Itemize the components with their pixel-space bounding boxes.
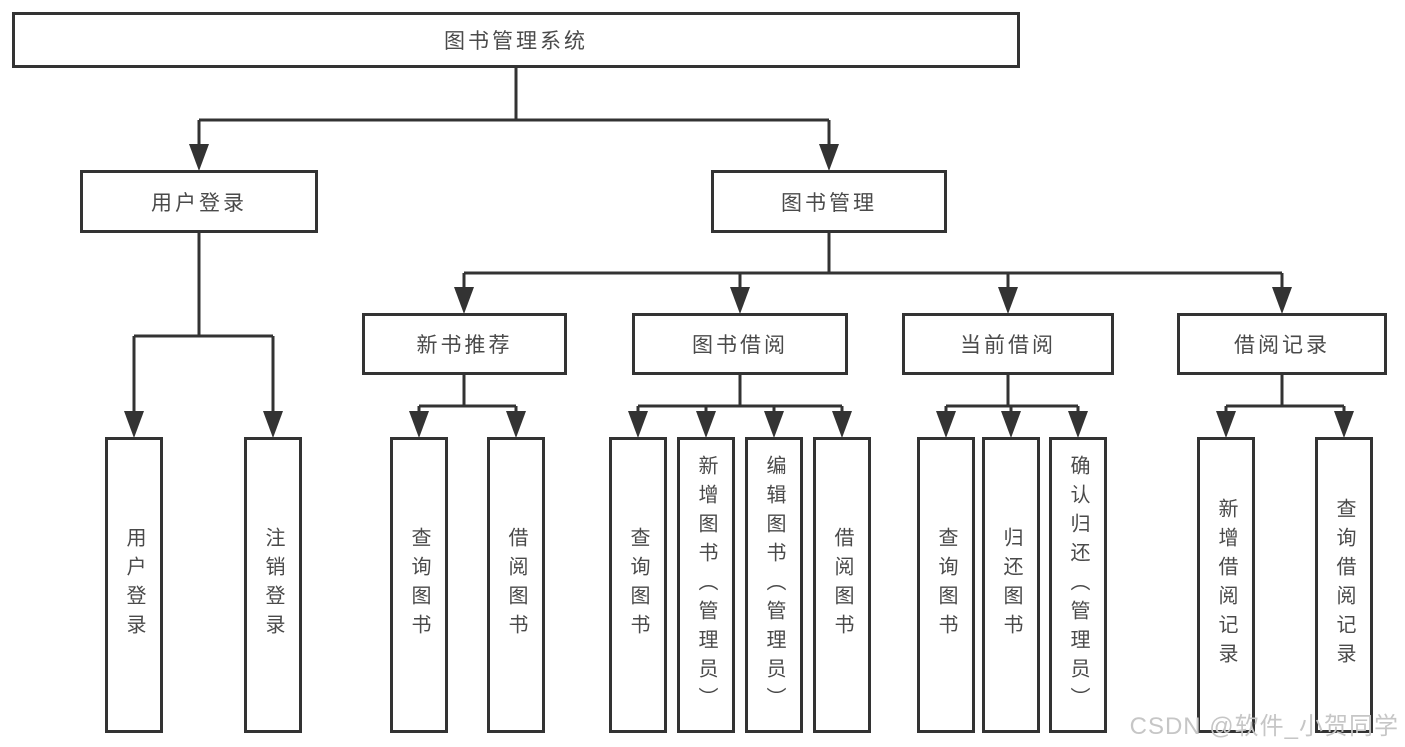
leaf-record-add-borrow-record: 新增借阅记录	[1197, 437, 1255, 733]
node-label: 查询借阅记录	[1333, 498, 1355, 672]
node-book-management: 图书管理	[711, 170, 947, 233]
node-label: 用户登录	[123, 527, 145, 643]
node-label: 新增借阅记录	[1215, 498, 1237, 672]
leaf-newbook-query-books: 查询图书	[390, 437, 448, 733]
node-book-borrow: 图书借阅	[632, 313, 848, 375]
leaf-current-query-books: 查询图书	[917, 437, 975, 733]
node-library-management-system: 图书管理系统	[12, 12, 1020, 68]
node-label: 借阅图书	[831, 527, 853, 643]
node-label: 图书借阅	[692, 334, 788, 357]
leaf-newbook-borrow-books: 借阅图书	[487, 437, 545, 733]
csdn-watermark: CSDN @软件_小贺同学	[1129, 713, 1399, 740]
leaf-borrow-edit-books-admin: 编辑图书（管理员）	[745, 437, 803, 733]
node-label: 新增图书（管理员）	[695, 454, 717, 716]
node-label: 图书管理系统	[444, 30, 588, 53]
node-label: 确认归还（管理员）	[1067, 454, 1089, 716]
node-label: 当前借阅	[960, 334, 1056, 357]
leaf-current-confirm-return-admin: 确认归还（管理员）	[1049, 437, 1107, 733]
node-current-borrow: 当前借阅	[902, 313, 1114, 375]
node-user-login: 用户登录	[80, 170, 318, 233]
leaf-user-login: 用户登录	[105, 437, 163, 733]
node-label: 查询图书	[408, 527, 430, 643]
node-label: 用户登录	[151, 191, 247, 215]
leaf-current-return-books: 归还图书	[982, 437, 1040, 733]
node-borrow-record: 借阅记录	[1177, 313, 1387, 375]
node-label: 借阅记录	[1234, 334, 1330, 357]
node-label: 借阅图书	[505, 527, 527, 643]
node-label: 查询图书	[935, 527, 957, 643]
leaf-borrow-query-books: 查询图书	[609, 437, 667, 733]
node-label: 图书管理	[781, 191, 877, 215]
node-new-book-recommend: 新书推荐	[362, 313, 567, 375]
node-label: 注销登录	[262, 527, 284, 643]
node-label: 编辑图书（管理员）	[763, 454, 785, 716]
leaf-borrow-borrow-books: 借阅图书	[813, 437, 871, 733]
node-label: 新书推荐	[416, 334, 513, 357]
leaf-logout: 注销登录	[244, 437, 302, 733]
node-label: 查询图书	[627, 527, 649, 643]
leaf-borrow-add-books-admin: 新增图书（管理员）	[677, 437, 735, 733]
node-label: 归还图书	[1000, 527, 1022, 643]
leaf-record-query-borrow-record: 查询借阅记录	[1315, 437, 1373, 733]
